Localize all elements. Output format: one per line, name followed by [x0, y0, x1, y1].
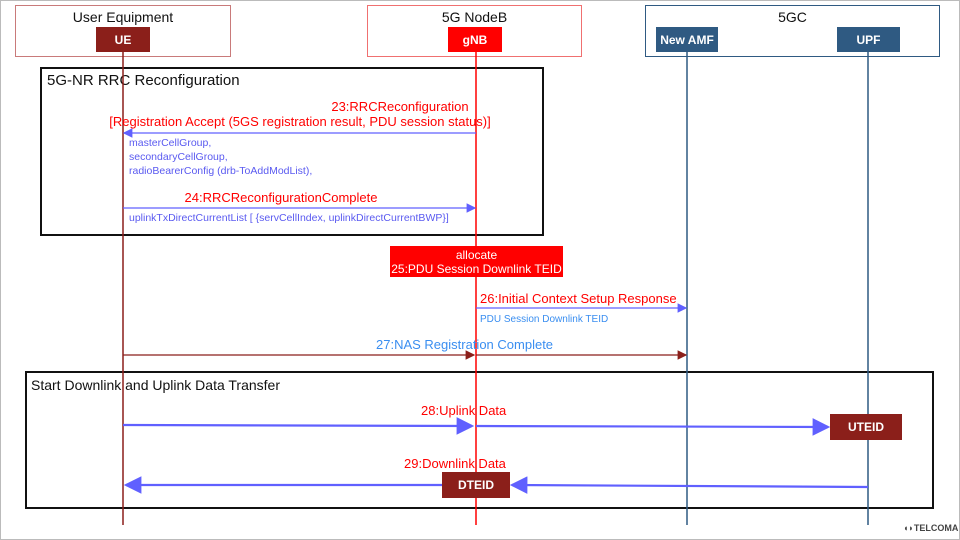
- arrow-29a: [509, 476, 869, 494]
- msg-23-title: 23:RRCReconfiguration: [331, 99, 469, 114]
- msg-24-title: 24:RRCReconfigurationComplete: [184, 190, 378, 205]
- msg-23-notes: masterCellGroup, secondaryCellGroup, rad…: [129, 136, 312, 178]
- gnb-participant[interactable]: gNB: [448, 27, 502, 52]
- msg-26-note: PDU Session Downlink TEID: [480, 314, 609, 325]
- rrc-group-title: 5G-NR RRC Reconfiguration: [47, 72, 240, 89]
- note-line: masterCellGroup,: [129, 137, 212, 149]
- gnb-group-label: 5G NodeB: [441, 9, 508, 25]
- msg-28-title: 28:Uplink Data: [421, 403, 507, 418]
- note-line: secondaryCellGroup,: [129, 151, 228, 163]
- msg-25-line1: allocate: [455, 247, 498, 262]
- msg-29-title: 29:Downlink Data: [404, 456, 506, 471]
- logo-text: TELCOMA: [913, 523, 959, 533]
- rrc-group-box: [40, 67, 544, 236]
- core-group-label: 5GC: [778, 9, 807, 25]
- msg-25-line2: 25:PDU Session Downlink TEID: [391, 261, 562, 276]
- msg-27-title: 27:NAS Registration Complete: [376, 337, 554, 352]
- amf-participant[interactable]: New AMF: [656, 27, 718, 52]
- ue-participant[interactable]: UE: [96, 27, 150, 52]
- data-group-box: [25, 371, 934, 509]
- msg-25-box: allocate 25:PDU Session Downlink TEID: [390, 246, 563, 277]
- signal-icon: ◖◗: [903, 523, 914, 533]
- arrow-28a: [122, 417, 475, 435]
- msg-26-title: 26:Initial Context Setup Response: [480, 291, 677, 306]
- note-line: radioBearerConfig (drb-ToAddModList),: [129, 165, 313, 177]
- arrow-28b: [475, 418, 831, 436]
- gnb-group-header: 5G NodeB: [367, 5, 582, 57]
- upf-participant[interactable]: UPF: [837, 27, 900, 52]
- core-group-header: 5GC: [645, 5, 940, 57]
- telcoma-logo: ◖◗TELCOMA: [903, 523, 958, 533]
- msg-23-sub: [Registration Accept (5GS registration r…: [109, 114, 491, 129]
- dteid-box: DTEID: [442, 472, 510, 498]
- uteid-box: UTEID: [830, 414, 902, 440]
- data-group-title: Start Downlink and Uplink Data Transfer: [31, 377, 280, 393]
- msg-24-note: uplinkTxDirectCurrentList [ {servCellInd…: [129, 212, 449, 224]
- ue-group-label: User Equipment: [72, 9, 174, 25]
